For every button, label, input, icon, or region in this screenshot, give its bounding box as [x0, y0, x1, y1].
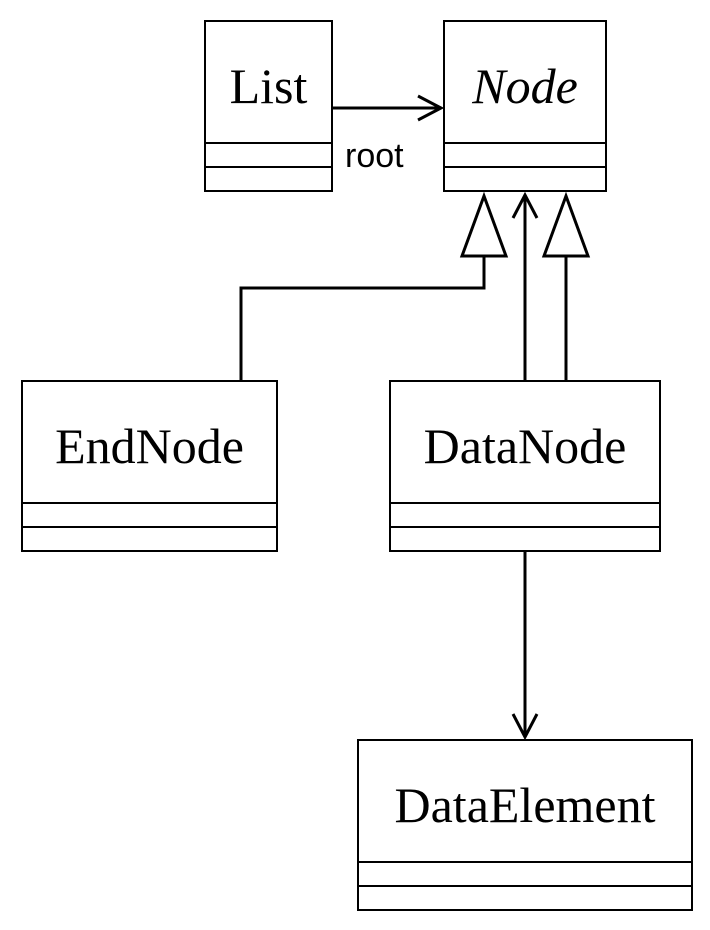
class-data-node-name: DataNode: [424, 418, 627, 474]
association-list-node: root: [332, 94, 445, 175]
class-list-name: List: [230, 58, 308, 114]
arrow-head-open: [511, 713, 539, 741]
class-end-node[interactable]: EndNode: [21, 380, 278, 552]
role-label-root: root: [345, 137, 404, 175]
generalization-endnode-node-line: [239, 256, 486, 381]
class-node-box: [443, 20, 607, 192]
generalization-triangle: [541, 191, 591, 258]
class-node-name: Node: [471, 58, 578, 114]
class-data-element-name: DataElement: [395, 777, 656, 833]
class-data-node[interactable]: DataNode: [389, 380, 661, 552]
association-datanode-dataelement: [511, 551, 539, 741]
arrow-head-open: [511, 191, 539, 219]
generalization-endnode-node: [239, 191, 509, 381]
class-end-node-name: EndNode: [55, 418, 244, 474]
association-datanode-node: [511, 191, 539, 381]
class-node[interactable]: Node: [443, 20, 607, 192]
class-data-element-box: [357, 739, 693, 911]
class-end-node-box: [21, 380, 278, 552]
class-list-box: [204, 20, 333, 192]
arrow-head-open: [417, 94, 445, 122]
class-data-element[interactable]: DataElement: [357, 739, 693, 911]
class-list[interactable]: List: [204, 20, 333, 192]
generalization-datanode-node: [541, 191, 591, 381]
generalization-triangle: [459, 191, 509, 258]
